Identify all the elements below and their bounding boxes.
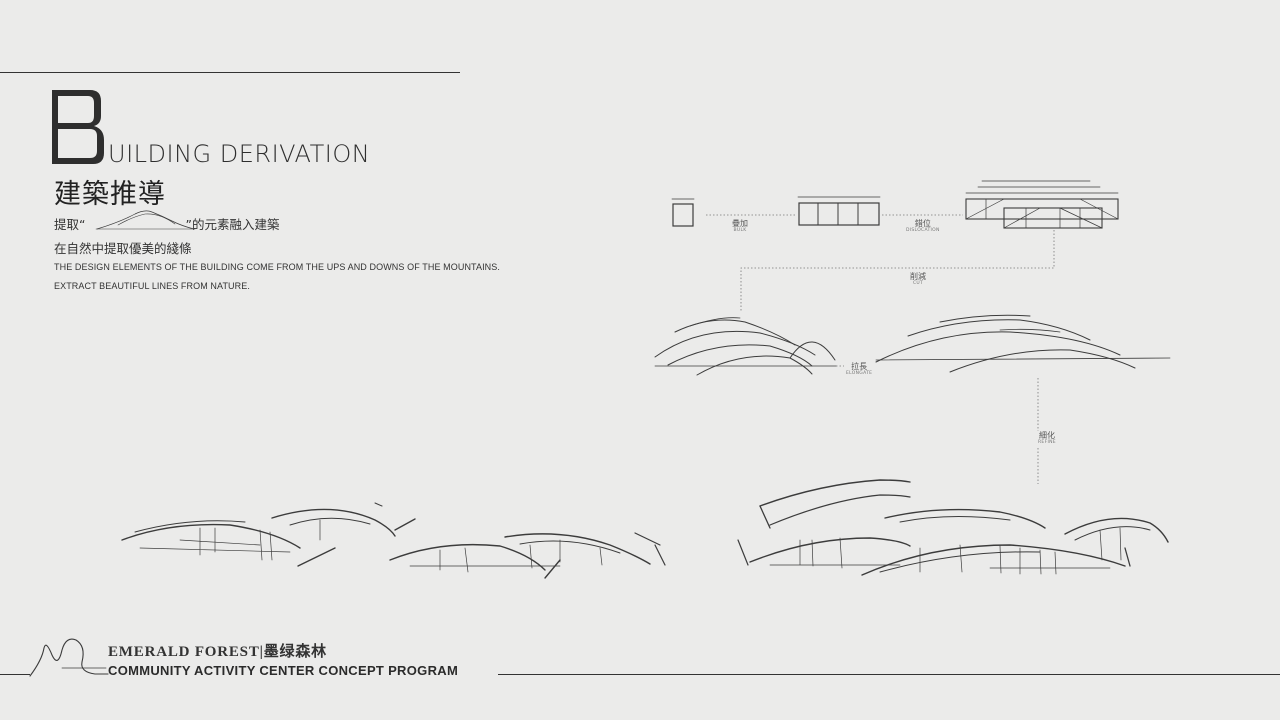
label-bulk-en: BULK xyxy=(733,228,747,233)
intro-cn-line1: 提取“ ”的元素融入建築 xyxy=(54,214,279,233)
label-dislocation-en: DISLOCATION xyxy=(906,228,940,233)
page-title-en: UILDING DERIVATION xyxy=(108,140,371,168)
intro-cn-after: ”的元素融入建築 xyxy=(185,217,280,232)
refine-left-sketch xyxy=(121,502,666,579)
bulk-box-sketch xyxy=(671,198,695,227)
label-bulk: 疊加 BULK xyxy=(730,219,750,234)
intro-en-line2: EXTRACT BEAUTIFUL LINES FROM NATURE. xyxy=(54,281,250,291)
elongate-arches-right-sketch xyxy=(875,314,1171,373)
label-refine: 細化 REFINE xyxy=(1036,431,1058,446)
intro-cn-line2: 在自然中提取優美的綫條 xyxy=(54,241,192,256)
label-elongate: 拉長 ELONGATE xyxy=(844,362,875,377)
refine-right-sketch xyxy=(737,479,1169,576)
emerald-forest-logo xyxy=(29,638,109,677)
footer-rule-right xyxy=(498,674,1280,675)
label-refine-en: REFINE xyxy=(1038,440,1056,445)
intro-cn-before: 提取“ xyxy=(54,217,86,232)
stacked-boxes-sketch xyxy=(797,196,881,226)
label-dislocation: 錯位 DISLOCATION xyxy=(904,219,942,234)
label-refine-cn: 細化 xyxy=(1038,431,1055,440)
label-elongate-en: ELONGATE xyxy=(846,371,873,376)
footer-rule-left xyxy=(0,674,30,675)
label-cut: 削減 CUT xyxy=(908,272,928,287)
dislocated-boxes-sketch xyxy=(965,180,1119,229)
label-dislocation-cn: 錯位 xyxy=(914,219,931,228)
label-cut-cn: 削減 xyxy=(910,272,926,281)
label-bulk-cn: 疊加 xyxy=(732,219,748,228)
label-elongate-cn: 拉長 xyxy=(851,362,868,371)
top-rule xyxy=(0,72,460,73)
page-title-cn: 建築推導 xyxy=(54,179,166,210)
cut-arches-left-sketch xyxy=(654,317,837,376)
footer-subtitle: COMMUNITY ACTIVITY CENTER CONCEPT PROGRA… xyxy=(108,663,459,678)
label-cut-en: CUT xyxy=(912,281,924,286)
intro-en-line1: THE DESIGN ELEMENTS OF THE BUILDING COME… xyxy=(54,262,500,272)
footer-brand: EMERALD FOREST|墨绿森林 xyxy=(108,644,327,660)
